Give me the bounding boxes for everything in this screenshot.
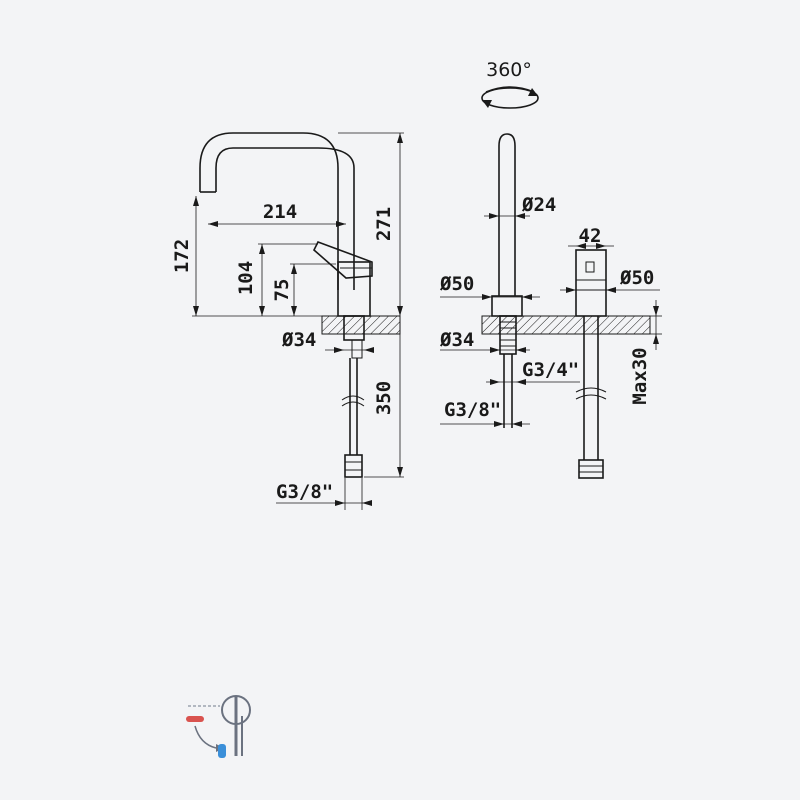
front-spout-base — [491, 295, 523, 317]
dim-max-label: Max30 — [629, 347, 651, 404]
front-hose-fitting — [578, 459, 604, 479]
dim-side-hole-arrow-left — [334, 347, 344, 353]
dim-shank-thread-arrow-l — [490, 379, 500, 385]
dim-reach-arrow-right — [336, 221, 346, 227]
dim-spout-dia-arrow-l — [489, 213, 499, 219]
dim-side-thread-arrow-l — [335, 500, 345, 506]
dim-base-left-label: Ø50 — [439, 273, 474, 295]
side-spout-outer — [199, 132, 339, 290]
dim-front-hole-label: Ø34 — [439, 329, 474, 351]
front-spout — [498, 133, 516, 296]
dim-spout-dia-arrow-r — [515, 213, 525, 219]
dim-hose-length-label: 350 — [373, 381, 395, 415]
dim-front-hole-arrow-l — [490, 347, 500, 353]
front-handle-head — [575, 249, 607, 281]
front-shank — [499, 315, 517, 355]
side-hose-break-2 — [341, 401, 365, 407]
dim-front-thread-label: G3/8" — [444, 399, 501, 421]
dim-spout-dia-label: Ø24 — [521, 194, 556, 216]
front-handle-mark — [585, 261, 595, 273]
dim-shank-thread-arrow-r — [516, 379, 526, 385]
dim-reach-label: 214 — [263, 201, 297, 223]
front-counter-slab — [481, 315, 651, 335]
dim-side-hole-label: Ø34 — [281, 329, 316, 351]
rotation-icon — [481, 86, 539, 109]
dim-side-thread-arrow-r — [362, 500, 372, 506]
dim-total-height-label: 271 — [373, 207, 395, 241]
dim-handle-width-arrow-l — [576, 243, 586, 249]
dim-front-thread-arrow-l — [494, 421, 504, 427]
dim-handle-width-label: 42 — [579, 225, 602, 247]
dim-handle-width-arrow-r — [596, 243, 606, 249]
dim-hose-arrow-bottom — [397, 467, 403, 477]
front-shank-thread — [500, 321, 516, 347]
side-hose-break-1 — [341, 395, 365, 401]
single-lever-mixer-icon — [186, 695, 251, 758]
dim-body-arrow-top — [291, 264, 297, 274]
dim-body-arrow-bottom — [291, 306, 297, 316]
dim-handle-arrow-bottom — [259, 306, 265, 316]
dim-side-thread-label: G3/8" — [276, 481, 333, 503]
dim-front-hole-arrow-r — [516, 347, 526, 353]
dim-front-thread-arrow-r — [512, 421, 522, 427]
dim-base-right-arrow-l — [566, 287, 576, 293]
dim-handle-arrow-top — [259, 244, 265, 254]
dim-reach-arrow-left — [208, 221, 218, 227]
dim-base-left-arrow-r — [522, 294, 532, 300]
side-fixing-nut — [351, 339, 363, 359]
dim-shank-thread-label: G3/4" — [522, 359, 579, 381]
dim-total-arrow-top — [397, 133, 403, 143]
side-handle-lever — [313, 241, 373, 279]
dim-side-hole-arrow-right — [364, 347, 374, 353]
dim-body-height-label: 75 — [271, 279, 293, 302]
front-hose-break-1 — [575, 387, 607, 393]
side-view: 214 172 104 75 271 Ø34 3 — [171, 132, 404, 510]
dim-base-right-label: Ø50 — [619, 267, 654, 289]
rotation-label: 360° — [486, 59, 532, 81]
side-spout-inner — [215, 147, 355, 290]
side-hose-fitting — [344, 454, 363, 478]
dim-max-arrow-bottom — [653, 334, 659, 344]
dim-max-arrow-top — [653, 306, 659, 316]
front-mixer-body — [575, 249, 607, 317]
dim-total-arrow-bottom — [397, 306, 403, 316]
dim-base-left-arrow-l — [482, 294, 492, 300]
dim-spout-height-arrow-top — [193, 196, 199, 206]
dim-spout-height-label: 172 — [171, 239, 193, 273]
dim-base-right-arrow-r — [606, 287, 616, 293]
dim-handle-height-label: 104 — [235, 261, 257, 295]
front-hose-break-2 — [575, 394, 607, 400]
front-view: 360° — [439, 59, 662, 479]
side-counter-slab — [321, 315, 401, 335]
dim-spout-height-arrow-bottom — [193, 306, 199, 316]
